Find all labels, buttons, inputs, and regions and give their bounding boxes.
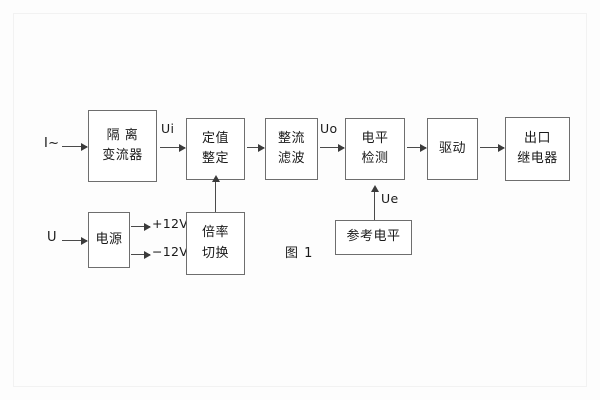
block-output-relay[interactable]: 出口 继电器 — [505, 117, 570, 181]
block-rectify-filter-line-1: 整流 — [277, 130, 305, 146]
rail-positive-label: +12V — [152, 216, 189, 231]
block-level-detect[interactable]: 电平 检测 — [345, 118, 405, 180]
block-power-supply-line-1: 电源 — [95, 231, 123, 247]
block-output-relay-line-1: 出口 — [523, 130, 551, 146]
arrow-rectify-filter-to-level-detect — [320, 143, 345, 152]
arrow-level-detect-to-drive — [407, 143, 427, 152]
arrow-multiplier-switch-to-setting-value — [211, 175, 220, 212]
arrow-current-to-isolation-ct — [62, 142, 88, 151]
block-multiplier-switch-line-1: 倍率 — [201, 225, 229, 241]
arrow-drive-to-output-relay — [480, 143, 505, 152]
block-drive-line-1: 驱动 — [438, 140, 466, 156]
arrow-voltage-to-power-supply — [62, 236, 88, 245]
block-output-relay-line-2: 继电器 — [517, 151, 558, 166]
arrow-reference-level-to-level-detect — [370, 185, 379, 220]
block-isolation-ct-line-1: 隔 离 — [106, 127, 139, 143]
block-reference-level-line-1: 参考电平 — [346, 229, 401, 245]
arrow-setting-value-to-rectify-filter — [247, 143, 265, 152]
block-setting-value-line-1: 定值 — [201, 130, 229, 146]
voltage-input-label: U — [47, 230, 57, 245]
block-level-detect-line-2: 检测 — [361, 151, 389, 166]
arrow-rail-positive — [131, 222, 151, 231]
block-setting-value[interactable]: 定值 整定 — [186, 118, 245, 180]
rail-negative-label: −12V — [152, 244, 189, 259]
arrow-isolation-ct-to-setting-value — [160, 143, 186, 152]
current-input-label: I~ — [44, 136, 60, 151]
block-reference-level[interactable]: 参考电平 — [335, 220, 412, 255]
arrow-rail-negative — [131, 250, 151, 259]
signal-uo-label: Uo — [320, 121, 338, 136]
block-power-supply[interactable]: 电源 — [88, 212, 130, 268]
signal-ue-label: Ue — [381, 191, 399, 206]
block-drive[interactable]: 驱动 — [427, 118, 478, 180]
block-level-detect-line-1: 电平 — [361, 130, 389, 146]
outer-frame — [13, 13, 587, 387]
block-multiplier-switch[interactable]: 倍率 切换 — [186, 212, 245, 275]
figure-caption: 图 1 — [285, 246, 314, 261]
signal-ui-label: Ui — [161, 121, 175, 136]
block-rectify-filter-line-2: 滤波 — [277, 151, 305, 166]
block-rectify-filter[interactable]: 整流 滤波 — [265, 118, 318, 180]
block-setting-value-line-2: 整定 — [201, 151, 229, 166]
block-isolation-ct[interactable]: 隔 离 变流器 — [88, 110, 157, 182]
block-multiplier-switch-line-2: 切换 — [201, 245, 229, 261]
block-isolation-ct-line-2: 变流器 — [102, 148, 143, 163]
